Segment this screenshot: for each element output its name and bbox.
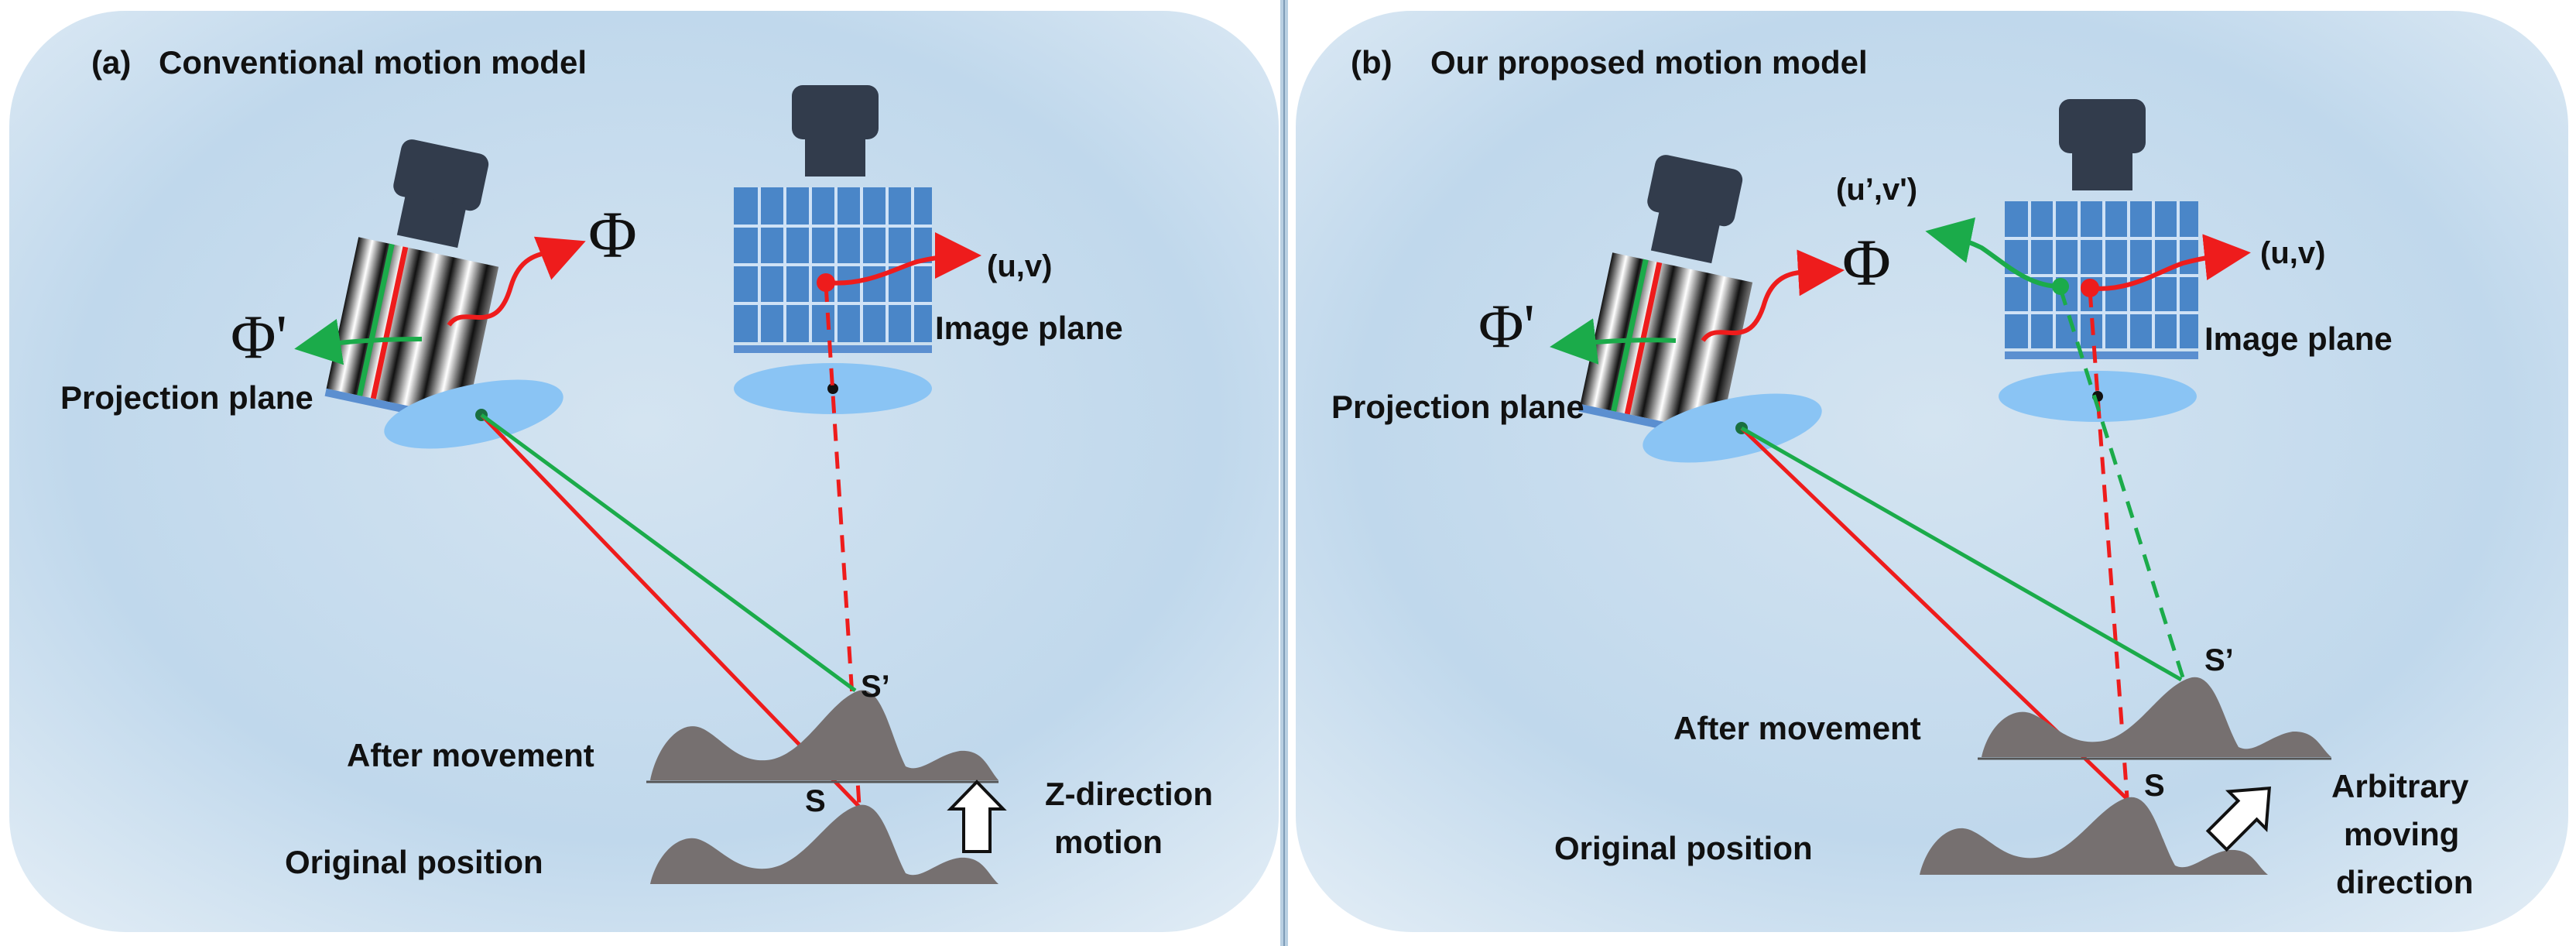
uv-label-b: (u,v)	[2260, 236, 2325, 270]
camera-icon	[2005, 99, 2198, 359]
panel-a: (a) Conventional motion model Φ Φ' Proje…	[60, 44, 1213, 884]
projector-lens-a	[384, 379, 564, 449]
image-plane-label-a: Image plane	[935, 310, 1123, 346]
projector-lens-b	[1643, 393, 1822, 463]
phi-prime-label-b: Φ'	[1478, 293, 1535, 361]
motion-label-b-line3: direction	[2336, 864, 2473, 900]
projector-icon	[1578, 155, 1753, 444]
panel-b-tag: (b)	[1351, 44, 1392, 81]
projection-plane-label-b: Projection plane	[1331, 389, 1584, 425]
panel-a-tag: (a)	[91, 44, 131, 81]
arrow-diagonal-icon	[2205, 786, 2272, 852]
panel-a-title: Conventional motion model	[159, 44, 587, 81]
motion-label-b-line1: Arbitrary	[2331, 768, 2469, 804]
surface-original-b	[1920, 797, 2268, 875]
uv-label-a: (u,v)	[987, 249, 1052, 283]
surface-after-b	[1982, 677, 2331, 757]
panel-b: (b) Our proposed motion model Φ Φ' Proje…	[1331, 44, 2473, 900]
panel-b-title: Our proposed motion model	[1430, 44, 1868, 81]
motion-label-b-line2: moving	[2344, 816, 2459, 852]
phi-label-a: Φ	[588, 197, 637, 272]
camera-icon	[734, 85, 932, 353]
phi-label-b: Φ	[1842, 225, 1891, 300]
s-label-b: S	[2144, 769, 2165, 803]
phi-prime-label-a: Φ'	[231, 303, 287, 372]
original-position-label-a: Original position	[285, 844, 543, 880]
after-movement-label-a: After movement	[347, 737, 594, 773]
after-movement-label-b: After movement	[1673, 710, 1921, 746]
image-plane-label-b: Image plane	[2204, 320, 2393, 357]
s-prime-label-b: S’	[2204, 643, 2234, 677]
s-label-a: S	[805, 784, 826, 818]
surface-after-a	[650, 690, 999, 780]
uv-prime-label-b: (u’,v')	[1836, 173, 1917, 207]
arrow-up-icon	[947, 780, 1007, 853]
original-position-label-b: Original position	[1554, 830, 1813, 866]
motion-label-a-line1: Z-direction	[1045, 776, 1213, 812]
motion-label-a-line2: motion	[1054, 824, 1163, 860]
s-prime-label-a: S’	[861, 670, 890, 704]
projection-plane-label-a: Projection plane	[60, 379, 313, 416]
surface-original-a	[650, 804, 999, 884]
